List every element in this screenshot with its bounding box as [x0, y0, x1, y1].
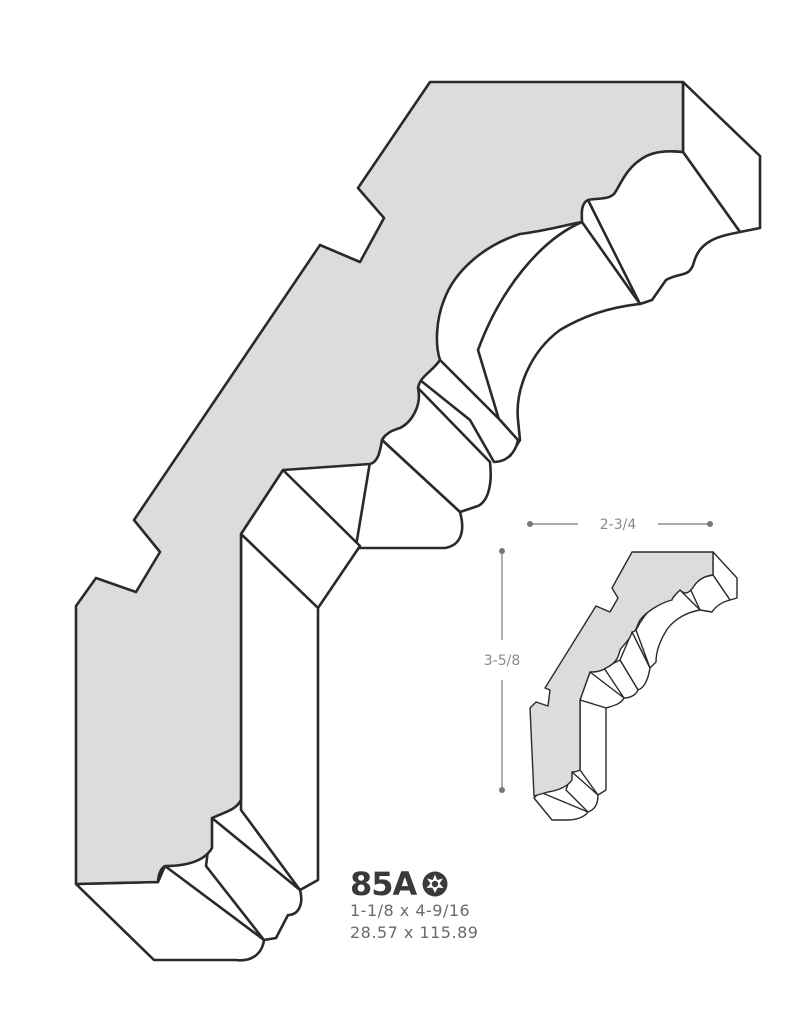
width-label: 2-3/4 [600, 517, 637, 533]
dimension-width: 2-3/4 [527, 517, 713, 533]
dimension-height: 3-5/8 [484, 548, 521, 793]
large-profile [74, 80, 762, 962]
star-badge-icon [422, 871, 448, 897]
large-profile-face [74, 80, 685, 886]
metric-size: 28.57 x 115.89 [350, 923, 479, 942]
product-title-row: 85A [350, 868, 478, 900]
imperial-size: 1-1/8 x 4-9/16 [350, 901, 471, 920]
height-label: 3-5/8 [484, 653, 521, 669]
large-profile-extrusion [74, 80, 762, 962]
product-info: 85A 1-1/8 x 4-9/16 28.57 x 115.89 [350, 868, 478, 944]
small-profile-face [529, 551, 714, 797]
product-code: 85A [350, 865, 417, 903]
